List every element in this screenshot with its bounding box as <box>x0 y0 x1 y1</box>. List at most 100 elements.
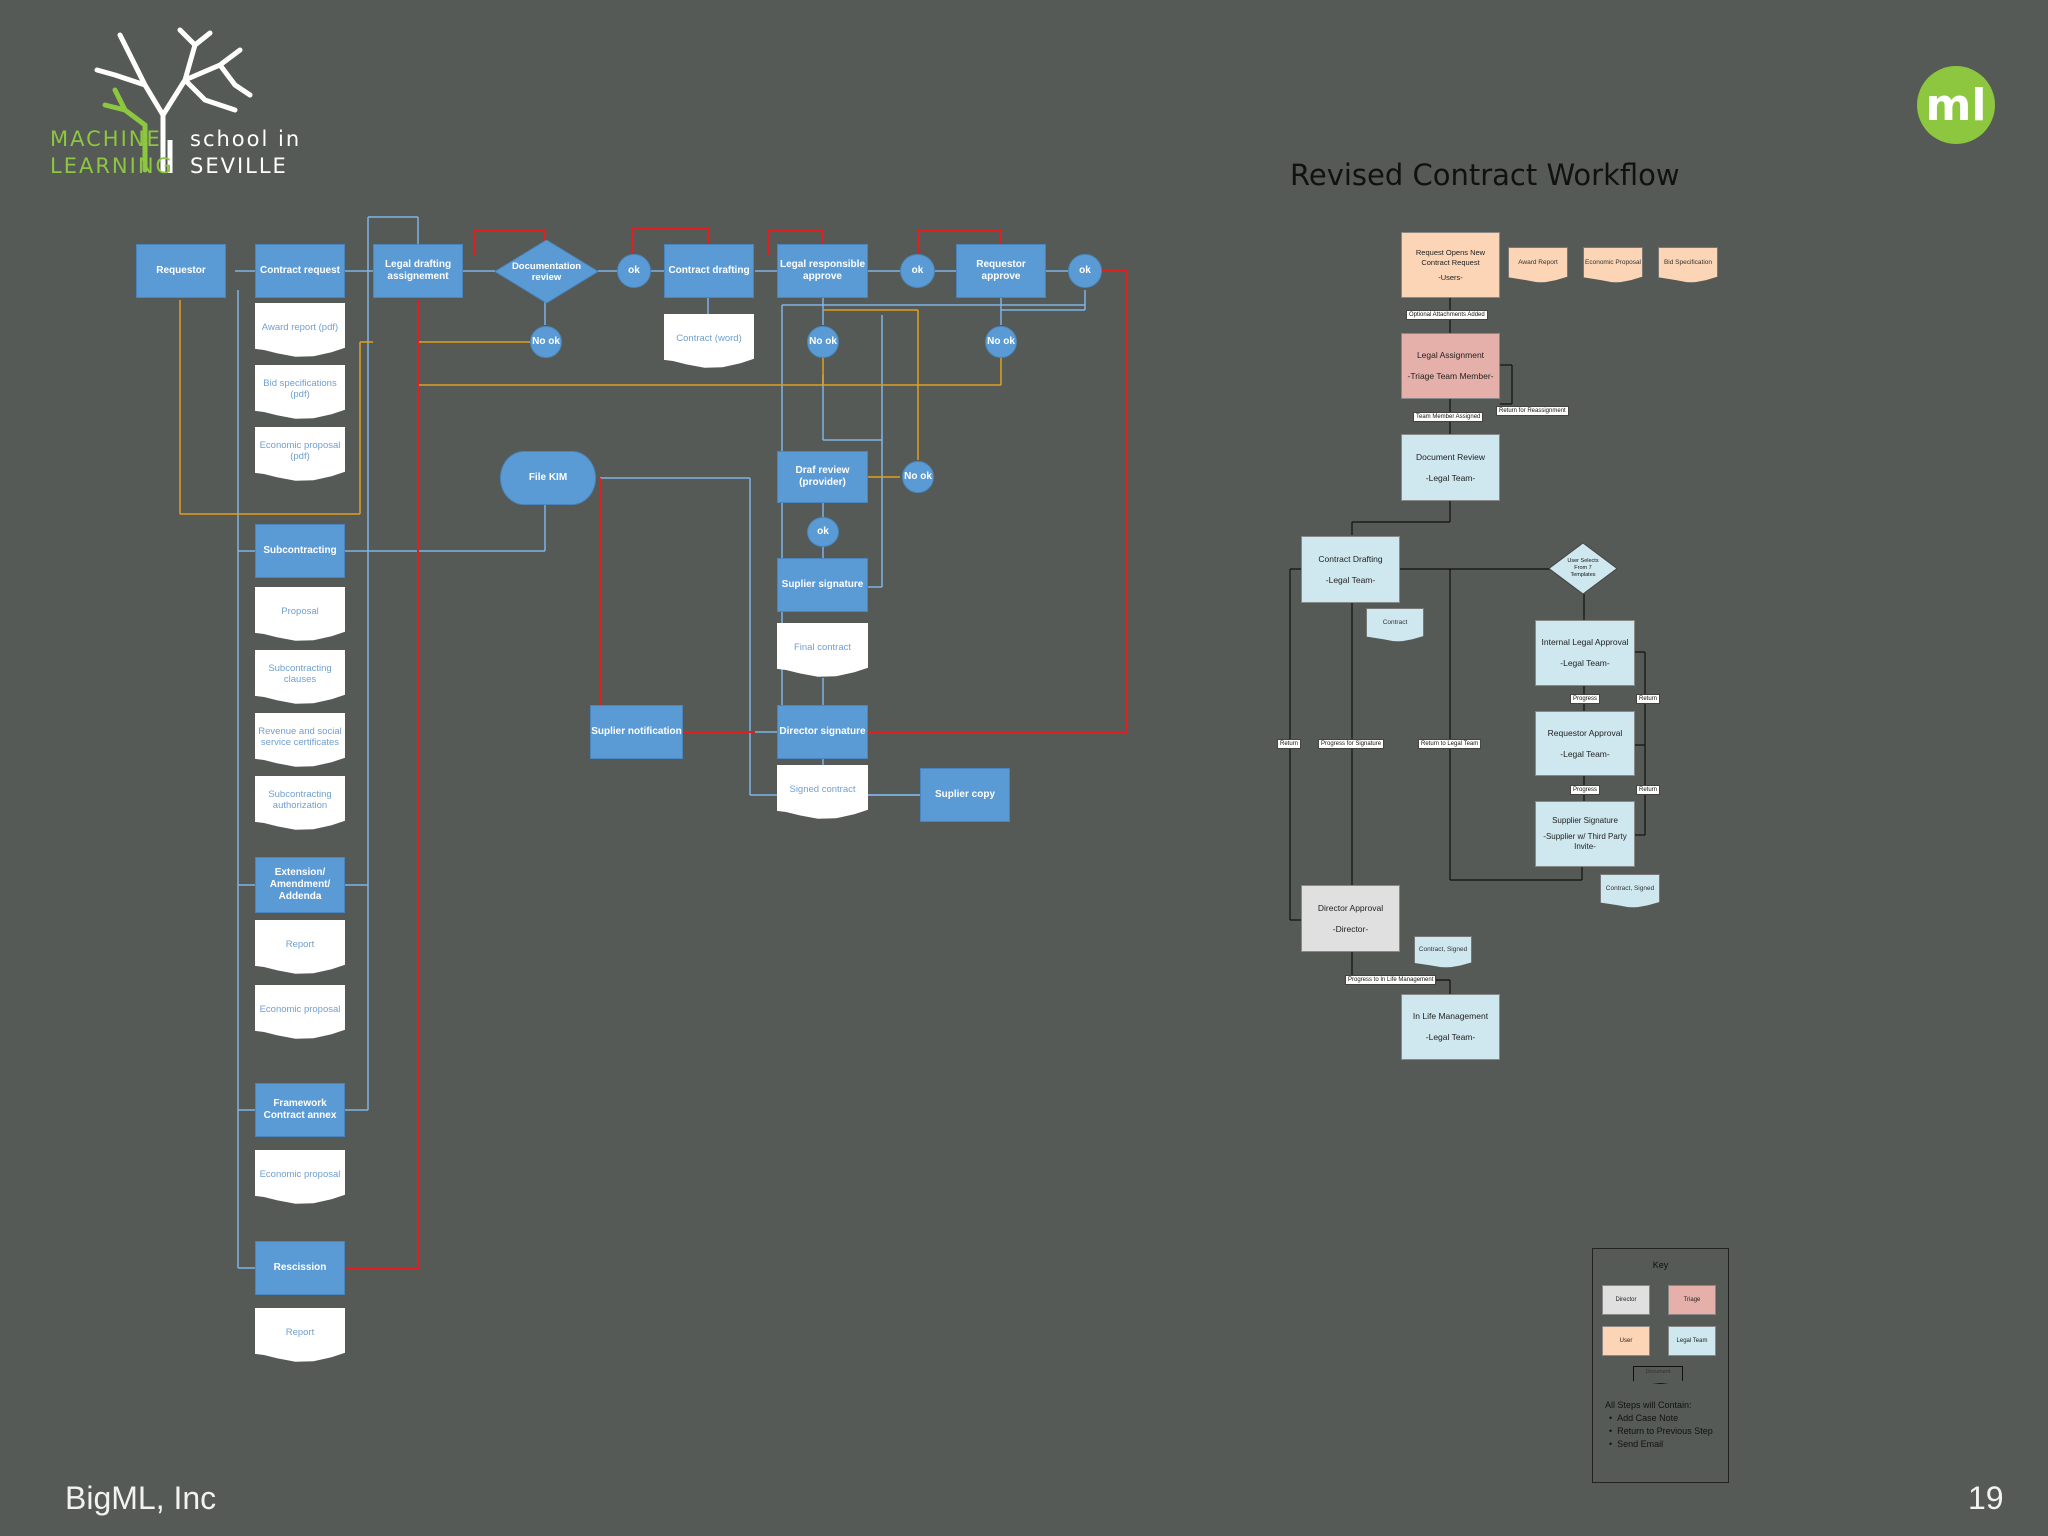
subcontracting-clauses-doc: Subcontracting clauses <box>255 650 345 704</box>
key-bullet-3: • Send Email <box>1609 1439 1664 1449</box>
supplier-signature-role: -Supplier w/ Third Party Invite- <box>1543 832 1627 851</box>
requestor-approval-box: Requestor Approval -Legal Team- <box>1535 711 1635 776</box>
footer-company: BigML, Inc <box>65 1480 217 1516</box>
economic-proposal-doc-1: Economic proposal <box>255 985 345 1039</box>
no-ok-circle-3: No ok <box>985 326 1017 358</box>
award-report-doc: Award report (pdf) <box>255 303 345 357</box>
framework-box: Framework Contract annex <box>255 1083 345 1137</box>
ml-badge-icon: ml <box>1917 66 1995 144</box>
signed-contract-doc: Signed contract <box>777 765 868 819</box>
key-bullet-1-text: Add Case Note <box>1617 1413 1679 1423</box>
contract-request-box: Contract request <box>255 244 345 298</box>
contract-drafting-title: Contract Drafting <box>1318 553 1383 564</box>
documentation-review-diamond: Documentation review <box>495 240 598 303</box>
key-legal-team: Legal Team <box>1668 1326 1716 1356</box>
request-role: -Users- <box>1438 272 1463 282</box>
progress-signature-label: Progress for Signature <box>1318 739 1385 749</box>
key-user: User <box>1602 1326 1650 1356</box>
brand-seville: SEVILLE <box>190 154 288 178</box>
supplier-signature-title: Supplier Signature <box>1552 816 1618 825</box>
team-member-assigned-label: Team Member Assigned <box>1413 412 1484 422</box>
subcontracting-authorization-doc: Subcontracting authorization <box>255 776 345 830</box>
economic-proposal-doc-2: Economic proposal <box>255 1150 345 1204</box>
suplier-notification-box: Suplier notification <box>590 705 683 759</box>
no-ok-circle-4: No ok <box>902 461 934 493</box>
ok-circle-2: ok <box>900 254 935 288</box>
no-ok-circle-1: No ok <box>530 326 562 358</box>
diamond-shape <box>495 240 598 303</box>
director-approval-role: -Director- <box>1332 923 1369 934</box>
attachment-economic-proposal: Economic Proposal <box>1583 247 1643 283</box>
optional-attachments-label: Optional Attachments Added <box>1406 310 1488 320</box>
contract-signed-doc-2: Contract, Signed <box>1414 936 1472 968</box>
progress-label-1: Progress <box>1570 694 1601 704</box>
in-life-box: In Life Management -Legal Team- <box>1401 994 1500 1060</box>
brand-learning: LEARNING <box>50 154 174 178</box>
key-note: All Steps will Contain: • Add Case Note … <box>1605 1399 1719 1451</box>
suplier-copy-box: Suplier copy <box>920 768 1010 822</box>
supplier-signature-box: Supplier Signature -Supplier w/ Third Pa… <box>1535 801 1635 867</box>
key-note-title: All Steps will Contain: <box>1605 1400 1692 1410</box>
return-legal-label: Return to Legal Team <box>1418 739 1482 749</box>
ok-circle-draf: ok <box>807 517 839 547</box>
final-contract-doc: Final contract <box>777 623 868 677</box>
legal-assignment-role: -Triage Team Member- <box>1407 371 1494 381</box>
ok-circle-1: ok <box>617 254 651 288</box>
document-review-box: Document Review -Legal Team- <box>1401 434 1500 501</box>
brand-machine: MACHINE <box>50 127 162 151</box>
proposal-doc: Proposal <box>255 587 345 641</box>
file-kim-cylinder: File KIM <box>500 451 596 505</box>
return-reassignment-label: Return for Reassignment <box>1496 406 1569 416</box>
internal-legal-role: -Legal Team- <box>1560 658 1610 668</box>
progress-label-2: Progress <box>1570 785 1601 795</box>
key-title: Key <box>1652 1260 1669 1270</box>
attachment-bid-specification: Bid Specification <box>1658 247 1718 283</box>
progress-life-label: Progress to In Life Management <box>1345 975 1437 985</box>
brand-school-in: school in <box>190 127 302 151</box>
legal-responsible-box: Legal responsible approve <box>777 244 868 298</box>
key-document: Document <box>1633 1366 1683 1384</box>
request-title: Request Opens New Contract Request <box>1415 247 1486 267</box>
requestor-box: Requestor <box>136 244 226 298</box>
user-selects-diamond-shape <box>1549 543 1617 594</box>
director-signature-box: Director signature <box>777 705 868 759</box>
contract-wf-doc: Contract <box>1366 608 1424 642</box>
return-label-1: Return <box>1636 694 1661 704</box>
document-review-role: -Legal Team- <box>1425 472 1476 483</box>
in-life-role: -Legal Team- <box>1425 1032 1476 1042</box>
workflow-title: Revised Contract Workflow <box>1290 158 1680 192</box>
requestor-approve-box: Requestor approve <box>956 244 1046 298</box>
page-number: 19 <box>1968 1480 2004 1516</box>
document-review-title: Document Review <box>1416 451 1485 462</box>
legal-assignment-box: Legal Assignment -Triage Team Member- <box>1401 333 1500 399</box>
contract-drafting-wf-box: Contract Drafting -Legal Team- <box>1301 536 1400 603</box>
internal-legal-box: Internal Legal Approval -Legal Team- <box>1535 620 1635 686</box>
report-doc-2: Report <box>255 1308 345 1362</box>
key-director: Director <box>1602 1285 1650 1315</box>
internal-legal-title: Internal Legal Approval <box>1541 637 1629 647</box>
revenue-certificates-doc: Revenue and social service certificates <box>255 713 345 767</box>
requestor-approval-title: Requestor Approval <box>1547 727 1623 738</box>
director-approval-title: Director Approval <box>1317 902 1384 913</box>
draf-review-box: Draf review (provider) <box>777 451 868 503</box>
key-bullet-1: • Add Case Note <box>1609 1413 1679 1423</box>
requestor-approval-role: -Legal Team- <box>1560 748 1610 759</box>
contract-word-doc: Contract (word) <box>664 314 754 368</box>
key-bullet-3-text: Send Email <box>1617 1439 1664 1449</box>
return-label-2: Return <box>1636 785 1661 795</box>
key-panel: Key Director Triage User Legal Team Docu… <box>1592 1248 1729 1483</box>
economic-proposal-pdf-doc: Economic proposal (pdf) <box>255 427 345 481</box>
return-left-label: Return <box>1277 739 1302 749</box>
tree-logo-icon <box>94 27 253 173</box>
director-approval-box: Director Approval -Director- <box>1301 885 1400 952</box>
ml-badge-text: ml <box>1925 79 1987 131</box>
documentation-review-label: Documentation review <box>511 260 582 283</box>
bid-specifications-doc: Bid specifications (pdf) <box>255 365 345 419</box>
report-doc-1: Report <box>255 920 345 974</box>
extension-box: Extension/ Amendment/ Addenda <box>255 857 345 913</box>
rescission-box: Rescission <box>255 1241 345 1295</box>
user-selects-diamond: User Selects From 7 Templates <box>1549 543 1617 594</box>
